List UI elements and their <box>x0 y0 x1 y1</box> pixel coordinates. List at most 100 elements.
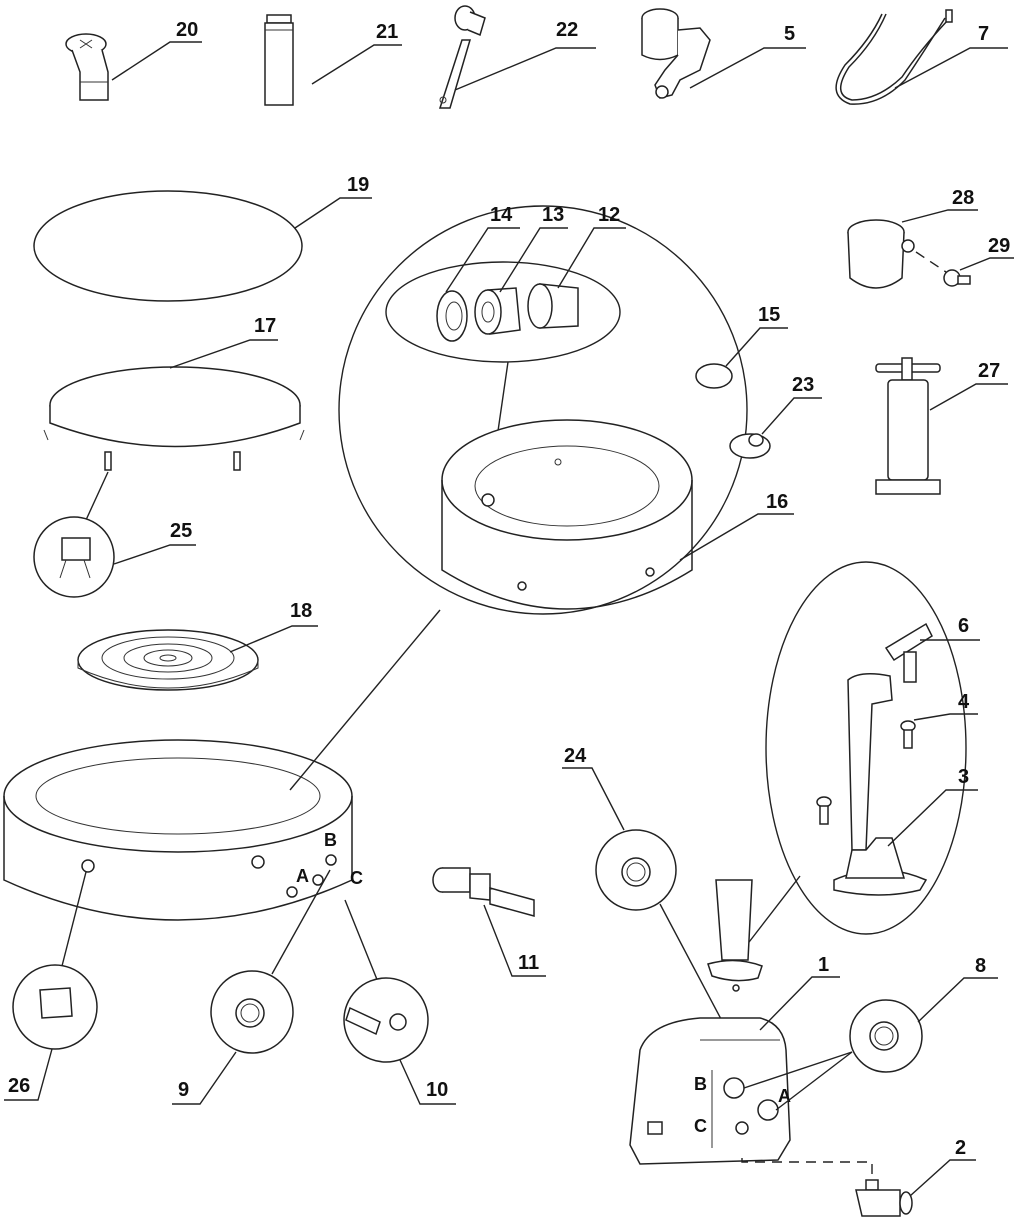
callout-2: 2 <box>909 1137 976 1197</box>
part-28-electric-pump <box>847 219 915 289</box>
label-27: 27 <box>978 360 1000 382</box>
part-22-wrench <box>438 5 486 109</box>
callout-11: 11 <box>483 904 546 977</box>
part-18-floor-mat <box>77 629 259 691</box>
label-16: 16 <box>766 491 788 513</box>
label-6: 6 <box>958 615 969 637</box>
callout-16: 16 <box>679 491 794 561</box>
callout-29: 29 <box>959 235 1014 271</box>
callout-5: 5 <box>689 23 806 89</box>
part-6-connector-plug <box>884 622 933 683</box>
label-14: 14 <box>490 204 513 226</box>
callout-25: 25 <box>113 520 196 565</box>
callout-18: 18 <box>229 600 318 653</box>
label-29: 29 <box>988 235 1010 257</box>
part-13-filter-cartridge <box>474 287 521 335</box>
spa-body <box>3 739 353 921</box>
callout-15: 15 <box>725 304 788 367</box>
part-21-cartridge <box>264 14 294 106</box>
callout-21: 21 <box>311 21 402 85</box>
label-28: 28 <box>952 187 974 209</box>
part-8-o-ring <box>743 999 923 1111</box>
part-16-inner-bladder <box>441 419 693 610</box>
callout-8: 8 <box>917 955 998 1023</box>
callout-22: 22 <box>454 19 596 91</box>
callout-6: 6 <box>920 615 980 641</box>
part-24-o-ring <box>595 829 731 1037</box>
detail-oval-filter-stand <box>765 561 967 935</box>
label-5: 5 <box>784 23 795 45</box>
callout-23: 23 <box>761 374 822 435</box>
label-21: 21 <box>376 21 398 43</box>
label-17: 17 <box>254 315 276 337</box>
assembled-filter-stand <box>707 875 801 992</box>
callout-24: 24 <box>562 745 625 831</box>
callout-28: 28 <box>901 187 978 223</box>
part-25-cover-buckle <box>33 471 115 598</box>
part-23-air-valve <box>729 433 771 459</box>
part-5-valve-connector <box>641 8 711 99</box>
filter-group-oval <box>385 261 621 363</box>
part-screw-extra <box>816 796 832 825</box>
detail-leader-line <box>289 609 441 791</box>
part-14-filter-cap <box>436 290 468 342</box>
part-2-drain-adapter <box>855 1179 913 1217</box>
part-29-adapter-nozzle <box>943 269 971 287</box>
callout-10: 10 <box>399 1059 456 1105</box>
part-26-buckle-clip <box>12 871 98 1050</box>
label-12: 12 <box>598 204 620 226</box>
label-25: 25 <box>170 520 192 542</box>
part-15-valve-cap <box>695 363 733 389</box>
callout-19: 19 <box>294 174 372 229</box>
port-label-b: B <box>324 830 337 850</box>
label-23: 23 <box>792 374 814 396</box>
callout-4: 4 <box>913 691 978 721</box>
part-9-o-ring <box>210 869 331 1054</box>
label-4: 4 <box>958 691 970 713</box>
callout-20: 20 <box>111 19 202 81</box>
connection-dash-28-29 <box>915 251 947 273</box>
callout-26: 26 <box>4 1048 53 1101</box>
label-20: 20 <box>176 19 198 41</box>
part-27-hand-pump <box>875 357 941 495</box>
callout-14: 14 <box>445 204 520 293</box>
label-11: 11 <box>518 952 539 974</box>
part-7-hose <box>835 9 953 105</box>
part-19-ground-cloth <box>33 190 303 302</box>
part-20-valve-plug <box>65 33 109 101</box>
label-26: 26 <box>8 1075 30 1097</box>
part-4-screw <box>900 720 916 749</box>
part-3-filter-stand-base <box>833 673 928 896</box>
pump-port-label-c: C <box>694 1116 707 1136</box>
callout-13: 13 <box>499 204 568 293</box>
label-24: 24 <box>564 745 587 767</box>
label-8: 8 <box>975 955 986 977</box>
label-22: 22 <box>556 19 578 41</box>
port-label-c: C <box>350 868 363 888</box>
label-13: 13 <box>542 204 564 226</box>
pump-port-label-b: B <box>694 1074 707 1094</box>
part-11-hose-connector <box>432 867 535 917</box>
label-19: 19 <box>347 174 369 196</box>
label-1: 1 <box>818 954 829 976</box>
part-17-cover <box>43 366 305 471</box>
label-9: 9 <box>178 1079 189 1101</box>
callout-12: 12 <box>557 204 626 289</box>
label-10: 10 <box>426 1079 448 1101</box>
label-3: 3 <box>958 766 969 788</box>
part-10-drain-plug <box>343 899 429 1063</box>
callout-17: 17 <box>169 315 278 369</box>
detail-circle-inner-bladder <box>338 205 748 615</box>
part-12-filter-housing <box>527 283 579 329</box>
port-label-a: A <box>296 866 309 886</box>
label-2: 2 <box>955 1137 966 1159</box>
label-7: 7 <box>978 23 989 45</box>
connection-dash-1-2 <box>741 1158 873 1180</box>
label-18: 18 <box>290 600 312 622</box>
callout-7: 7 <box>894 23 1008 89</box>
callout-1: 1 <box>759 954 840 1031</box>
callout-9: 9 <box>172 1051 237 1105</box>
callout-27: 27 <box>929 360 1008 411</box>
callout-3: 3 <box>887 766 978 847</box>
